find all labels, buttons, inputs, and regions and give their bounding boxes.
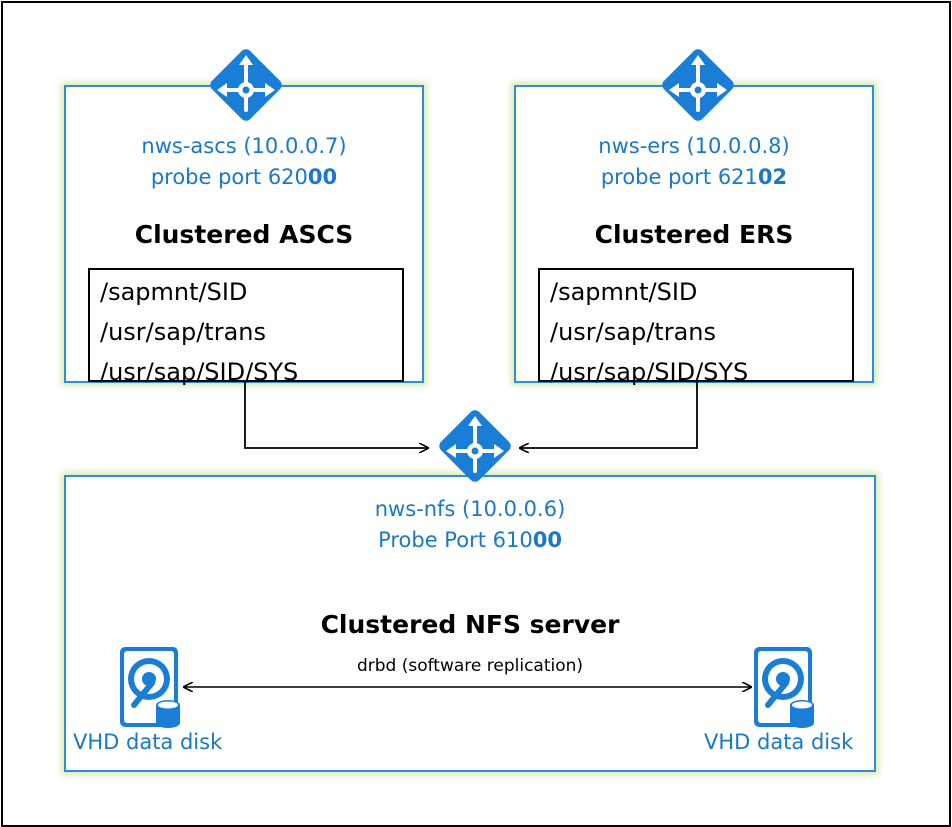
nfs-probe-port: Probe Port 61000 <box>378 528 562 552</box>
ascs-lb-label: nws-ascs (10.0.0.7) probe port 62000 <box>64 131 424 193</box>
disk-left-label: VHD data disk <box>73 730 223 754</box>
load-balancer-icon <box>439 410 511 482</box>
ers-lb-name: nws-ers (10.0.0.8) <box>598 134 790 158</box>
ascs-path: /usr/sap/SID/SYS <box>100 358 299 386</box>
ascs-lb-name: nws-ascs (10.0.0.7) <box>141 134 347 158</box>
load-balancer-icon <box>210 49 282 121</box>
ers-probe-port: probe port 62102 <box>600 165 788 189</box>
hard-disk-icon <box>120 647 180 728</box>
load-balancer-icon <box>662 49 734 121</box>
ascs-to-nfs-connector <box>244 381 428 448</box>
nfs-cluster-box <box>64 475 876 772</box>
nfs-lb-label: nws-nfs (10.0.0.6) Probe Port 61000 <box>64 494 876 556</box>
nfs-title: Clustered NFS server <box>320 610 620 639</box>
replication-label: drbd (software replication) <box>356 656 584 676</box>
ers-title: Clustered ERS <box>594 220 794 249</box>
nfs-lb-name: nws-nfs (10.0.0.6) <box>374 497 566 521</box>
ascs-path: /sapmnt/SID <box>100 278 248 306</box>
ascs-path: /usr/sap/trans <box>100 318 266 346</box>
ers-path: /sapmnt/SID <box>550 278 698 306</box>
ascs-paths-box: /sapmnt/SID /usr/sap/trans /usr/sap/SID/… <box>88 268 404 386</box>
ers-paths-box: /sapmnt/SID /usr/sap/trans /usr/sap/SID/… <box>538 268 854 386</box>
ers-path: /usr/sap/trans <box>550 318 716 346</box>
ascs-title: Clustered ASCS <box>134 220 354 249</box>
ers-path: /usr/sap/SID/SYS <box>550 358 749 386</box>
hard-disk-icon <box>754 647 814 728</box>
ers-lb-label: nws-ers (10.0.0.8) probe port 62102 <box>514 131 874 193</box>
ascs-probe-port: probe port 62000 <box>150 165 338 189</box>
disk-right-label: VHD data disk <box>704 730 854 754</box>
ers-to-nfs-connector <box>520 381 698 448</box>
